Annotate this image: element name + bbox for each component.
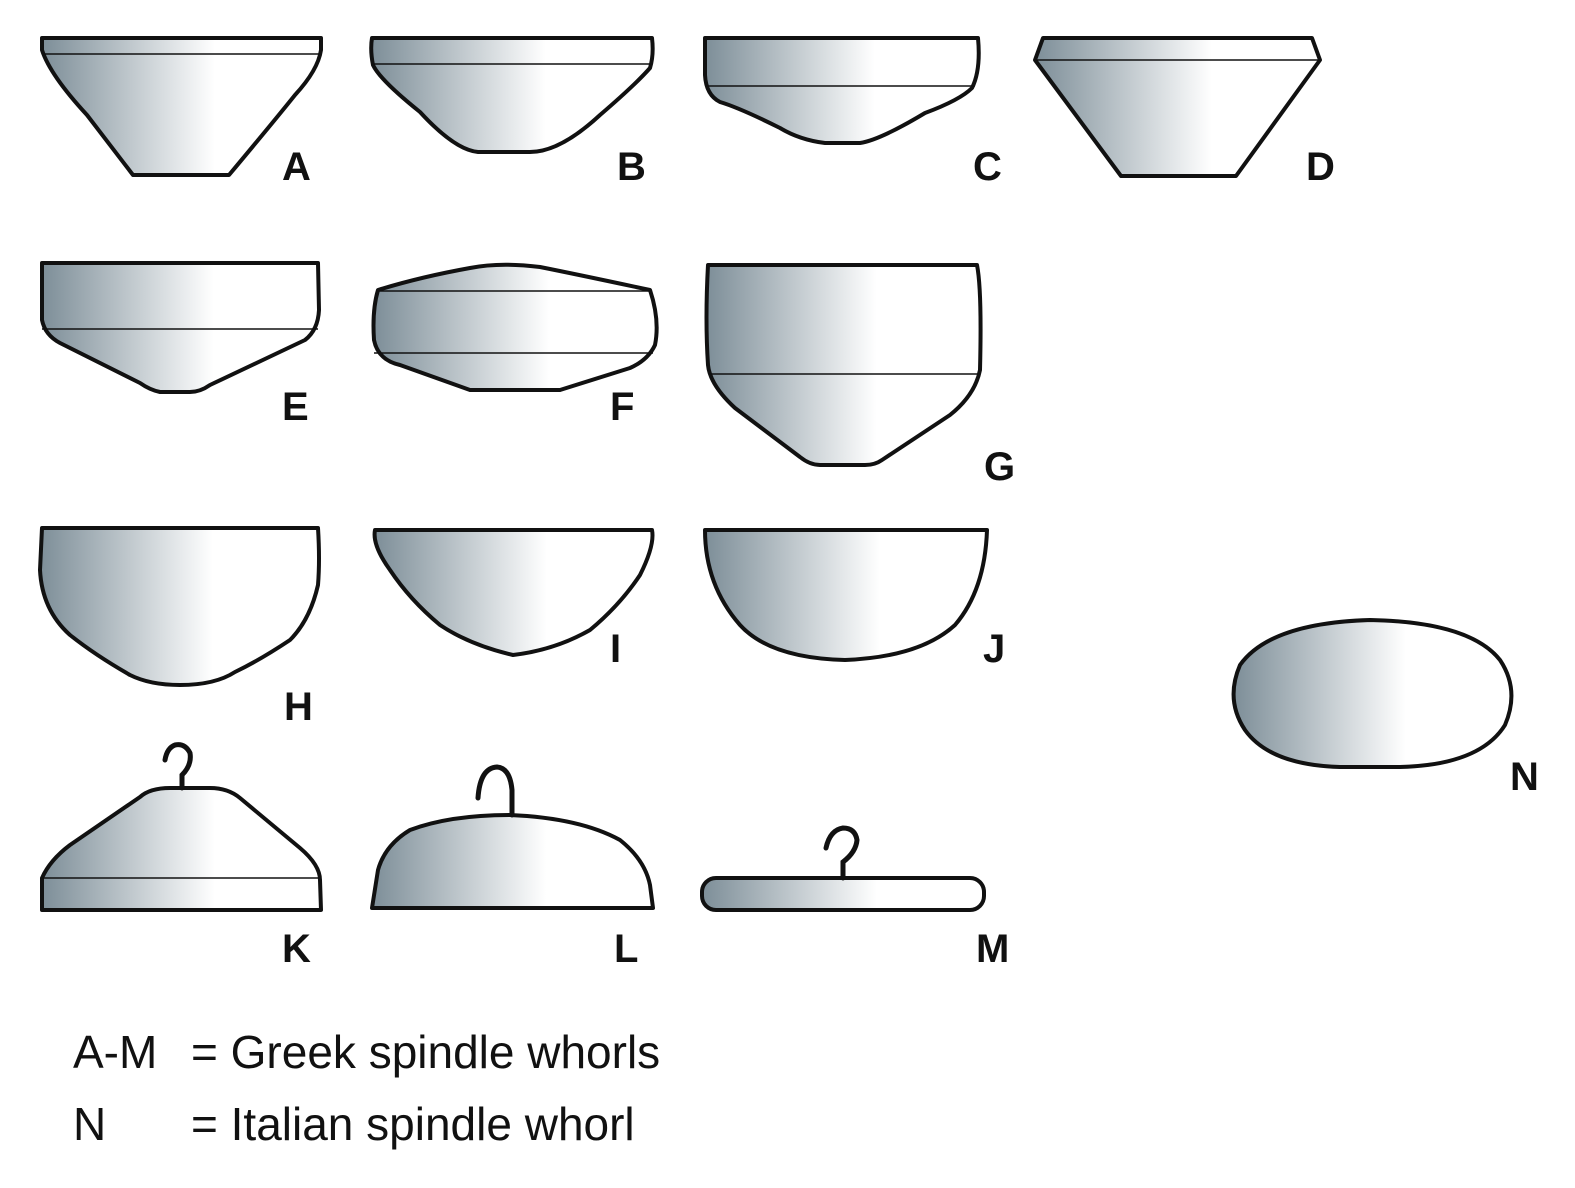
whorl-b: B <box>369 36 655 189</box>
whorl-m: M <box>700 825 1009 971</box>
label-n: N <box>1510 755 1539 799</box>
legend-text: = Italian spindle whorl <box>191 1098 635 1150</box>
label-f: F <box>610 385 634 429</box>
whorl-i: I <box>372 528 655 671</box>
label-e: E <box>282 385 309 429</box>
hook-icon <box>475 764 515 818</box>
label-l: L <box>614 927 638 971</box>
label-c: C <box>973 145 1002 189</box>
legend-text: = Greek spindle whorls <box>191 1026 661 1078</box>
label-i: I <box>610 627 621 671</box>
legend-key: A-M <box>73 1026 158 1078</box>
whorl-l: L <box>370 764 655 971</box>
whorl-e: E <box>40 261 321 429</box>
whorl-f: F <box>371 262 659 429</box>
whorl-a: A <box>40 36 323 189</box>
whorl-g: G <box>704 263 1015 489</box>
label-j: J <box>983 627 1005 671</box>
hook-icon <box>162 742 193 791</box>
label-m: M <box>976 927 1009 971</box>
whorl-d: D <box>1033 36 1335 189</box>
whorl-h: H <box>38 526 321 729</box>
whorl-n: N <box>1231 618 1539 799</box>
whorl-j: J <box>703 528 1005 671</box>
legend-key: N <box>73 1098 107 1150</box>
label-h: H <box>284 685 313 729</box>
label-g: G <box>984 445 1015 489</box>
label-d: D <box>1306 145 1335 189</box>
label-k: K <box>282 927 311 971</box>
whorl-c: C <box>703 36 1002 189</box>
hook-icon <box>823 825 860 881</box>
label-a: A <box>282 145 311 189</box>
whorl-k: K <box>40 742 323 971</box>
legend-row-italian: N = Italian spindle whorl <box>73 1096 635 1152</box>
legend-row-greek: A-M = Greek spindle whorls <box>73 1024 660 1080</box>
label-b: B <box>617 145 646 189</box>
